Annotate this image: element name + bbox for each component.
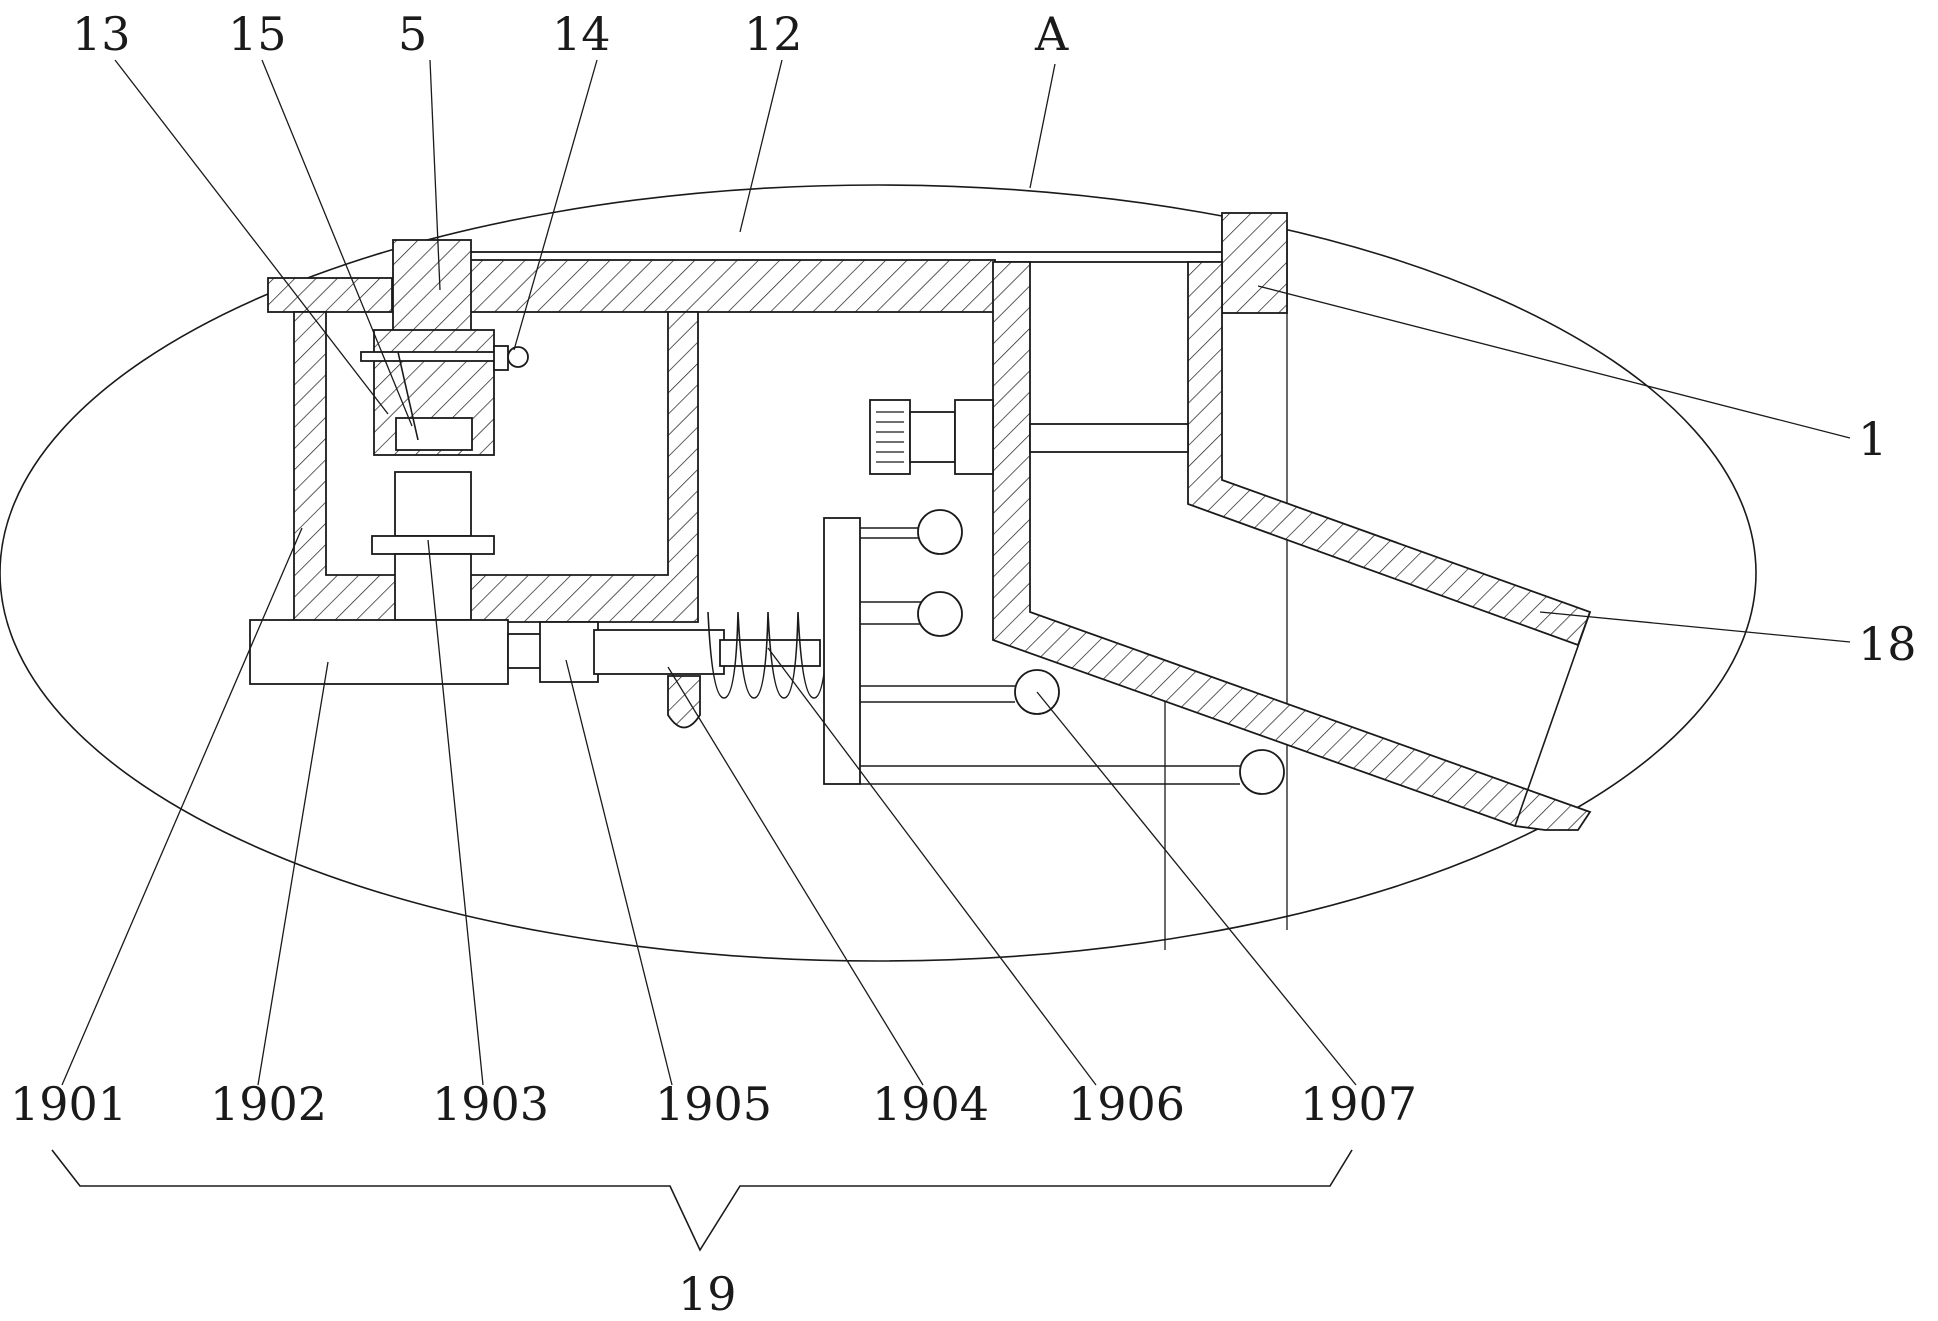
part-1903-rod-upper (394, 471, 472, 537)
leader-lines (61, 59, 1851, 1086)
label-1: 1 (1858, 412, 1887, 466)
label-18: 18 (1858, 617, 1917, 671)
label-13: 13 (72, 7, 131, 61)
label-1903: 1903 (432, 1077, 549, 1131)
part-1-frame-block (1221, 212, 1288, 314)
label-1902: 1902 (210, 1077, 327, 1131)
part-12-top-plate (469, 214, 1233, 263)
part-1907-plate (823, 517, 861, 785)
part-1907-rollers (860, 509, 1285, 795)
label-5: 5 (398, 7, 427, 61)
part-14-ring (493, 345, 529, 371)
brace-19 (51, 1149, 1353, 1252)
part-1903-collar (371, 535, 495, 555)
label-1906: 1906 (1068, 1077, 1185, 1131)
part-1904-push-rod (593, 629, 725, 675)
label-14: 14 (552, 7, 611, 61)
label-1905: 1905 (655, 1077, 772, 1131)
part-18-chute-mouth (1514, 611, 1591, 827)
label-1901: 1901 (10, 1077, 127, 1131)
label-A: A (1034, 7, 1069, 61)
label-1904: 1904 (872, 1077, 989, 1131)
wall-actuator (869, 399, 994, 475)
part-15-pin-tail (397, 351, 419, 441)
label-1907: 1907 (1300, 1077, 1417, 1131)
part-1904-rod-stub (667, 675, 701, 729)
part-15-inner-slot (395, 417, 473, 451)
part-18-chute-lower-wall (992, 261, 1592, 831)
label-15: 15 (228, 7, 287, 61)
wall-bar (1029, 423, 1189, 453)
part-1906-spring (707, 611, 829, 699)
top-beam (469, 259, 996, 313)
top-beam-left (267, 277, 393, 313)
label-12: 12 (744, 7, 803, 61)
label-19: 19 (678, 1267, 737, 1321)
detail-ellipse (0, 184, 1757, 962)
part-5-post (392, 239, 472, 337)
part-1902-base-block (249, 619, 509, 685)
